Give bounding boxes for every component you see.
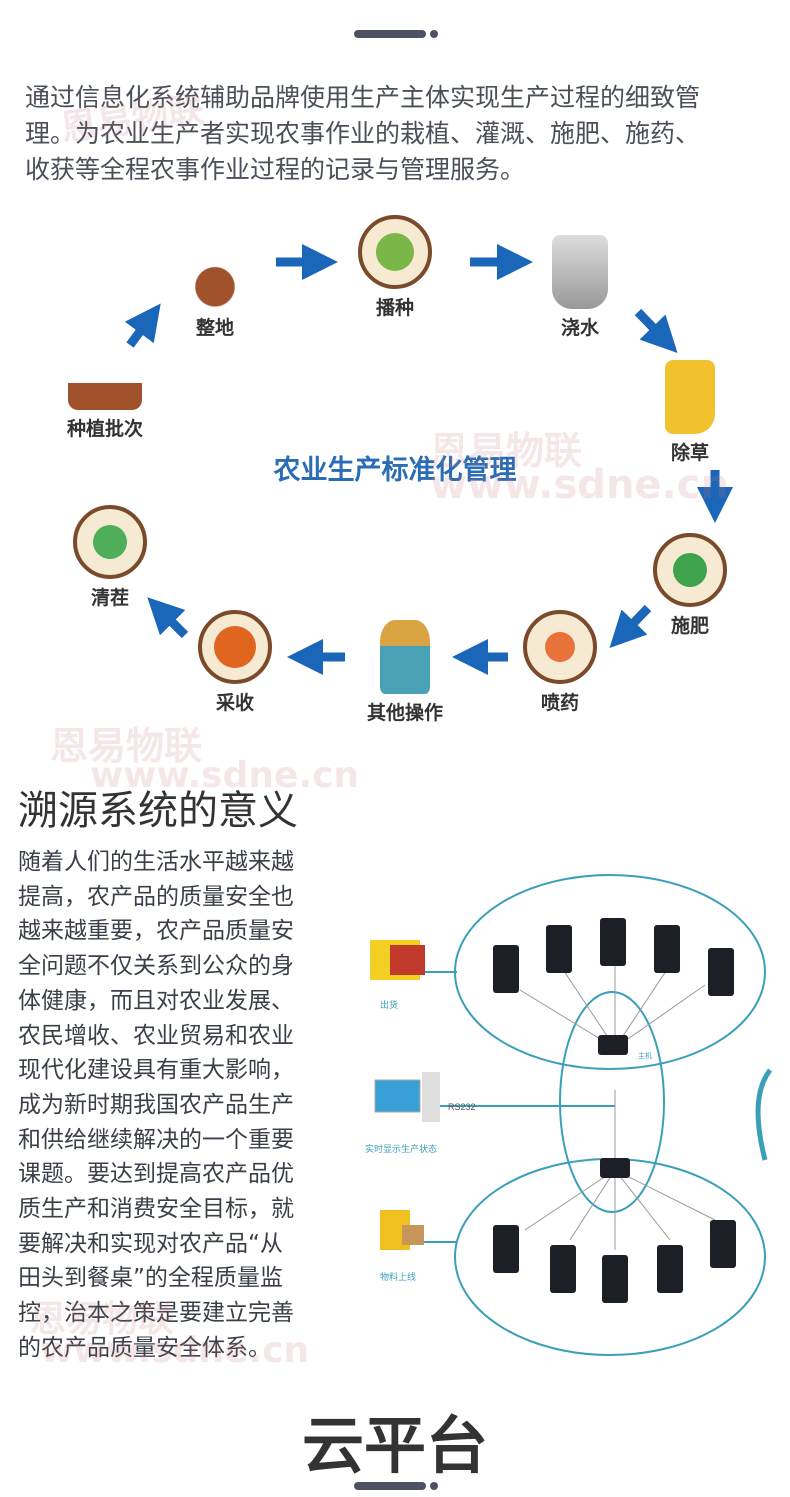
arrow: [124, 303, 161, 348]
step-label: 清茬: [90, 587, 129, 609]
seedling-icon: [358, 215, 432, 289]
step-除草: 除草: [620, 360, 760, 465]
step-label: 播种: [375, 297, 414, 319]
para-line: 质生产和消费安全目标，就: [18, 1196, 294, 1223]
intro-line: 理。为农业生产者实现农事作业的栽植、灌溉、施肥、施药、: [25, 119, 701, 148]
para-line: 越来越重要，农产品质量安: [18, 918, 294, 945]
intro-line: 收获等全程农事作业过程的记录与管理服务。: [25, 155, 526, 184]
para-line: 田头到餐桌”的全程质量监: [18, 1265, 283, 1292]
network-diagram: 出货 RS232 实时显示生产状态 物料上线 主机: [365, 874, 773, 1356]
intro-line: 通过信息化系统辅助品牌使用生产主体实现生产过程的细致管: [25, 83, 701, 112]
para-line: 农民增收、农业贸易和农业: [18, 1022, 294, 1049]
step-label: 种植批次: [66, 418, 143, 440]
fertilizer-badge-icon: [653, 533, 727, 607]
step-label: 除草: [670, 442, 709, 464]
para-line: 全问题不仅关系到公众的身: [18, 953, 294, 980]
para-line: 现代化建设具有重大影响，: [18, 1057, 294, 1084]
cycle-arrows: [124, 244, 733, 675]
section-title: 溯源系统的意义: [18, 788, 298, 834]
step-清茬: 清茬: [40, 505, 180, 610]
flow-arrow: [755, 1068, 773, 1161]
para-line: 课题。要达到提高农产品优: [18, 1161, 294, 1188]
terminal-devices: [493, 918, 736, 1303]
step-浇水: 浇水: [510, 235, 650, 340]
para-line: 体健康，而且对农业发展、: [18, 987, 294, 1014]
rs232-label: RS232: [448, 1102, 476, 1112]
center-zone: [559, 991, 665, 1213]
step-整地: 整地: [145, 235, 285, 340]
step-种植批次: 种植批次: [35, 350, 175, 441]
boot-icon: [665, 360, 715, 434]
arrow: [609, 604, 652, 648]
shovel-soil-icon: [178, 235, 252, 309]
step-label: 整地: [195, 317, 234, 339]
step-播种: 播种: [325, 215, 465, 320]
bucket-icon: [552, 235, 608, 309]
material-label: 物料上线: [380, 1271, 416, 1282]
para-line: 随着人们的生活水平越来越: [18, 849, 294, 875]
pill-icon: [523, 610, 597, 684]
host-device: [600, 1158, 630, 1178]
step-label: 其他操作: [366, 702, 443, 724]
computer-icon: [374, 1079, 421, 1113]
shipping-label: 出货: [380, 999, 398, 1010]
step-施肥: 施肥: [620, 533, 760, 638]
farming-cycle-diagram: 整地 播种 浇水 除草 施肥 喷药 其他操作 采收 清茬 种植批次 农业生产标准…: [0, 200, 790, 750]
step-其他操作: 其他操作: [335, 620, 475, 725]
step-喷药: 喷药: [490, 610, 630, 715]
arrow: [147, 597, 189, 639]
scarecrow-icon: [380, 620, 430, 694]
step-label: 采收: [215, 692, 254, 714]
host-device: [598, 1035, 628, 1055]
plants-icon: [68, 350, 142, 410]
step-采收: 采收: [165, 610, 305, 715]
basket-icon: [198, 610, 272, 684]
para-line: 提高，农产品的质量安全也: [18, 883, 294, 910]
step-label: 喷药: [540, 692, 579, 714]
step-label: 施肥: [670, 615, 709, 637]
section-paragraph: 随着人们的生活水平越来越 提高，农产品的质量安全也 越来越重要，农产品质量安 全…: [18, 845, 294, 1366]
cycle-title: 农业生产标准化管理: [273, 455, 517, 486]
intro-paragraph: 通过信息化系统辅助品牌使用生产主体实现生产过程的细致管 理。为农业生产者实现农事…: [25, 80, 775, 188]
step-label: 浇水: [560, 317, 599, 339]
host-label: 主机: [638, 1051, 652, 1060]
cloud-platform-title: 云平台: [301, 1409, 488, 1482]
para-line: 控，治本之策是要建立完善: [18, 1300, 294, 1327]
para-line: 的农产品质量安全体系。: [18, 1334, 271, 1361]
para-line: 和供给继续解决的一个重要: [18, 1126, 294, 1153]
monitor-label: 实时显示生产状态: [365, 1143, 437, 1154]
para-line: 成为新时期我国农产品生产: [18, 1091, 294, 1118]
hand-plant-icon: [73, 505, 147, 579]
para-line: 要解决和实现对农产品“从: [18, 1230, 283, 1257]
arrow: [634, 308, 678, 353]
